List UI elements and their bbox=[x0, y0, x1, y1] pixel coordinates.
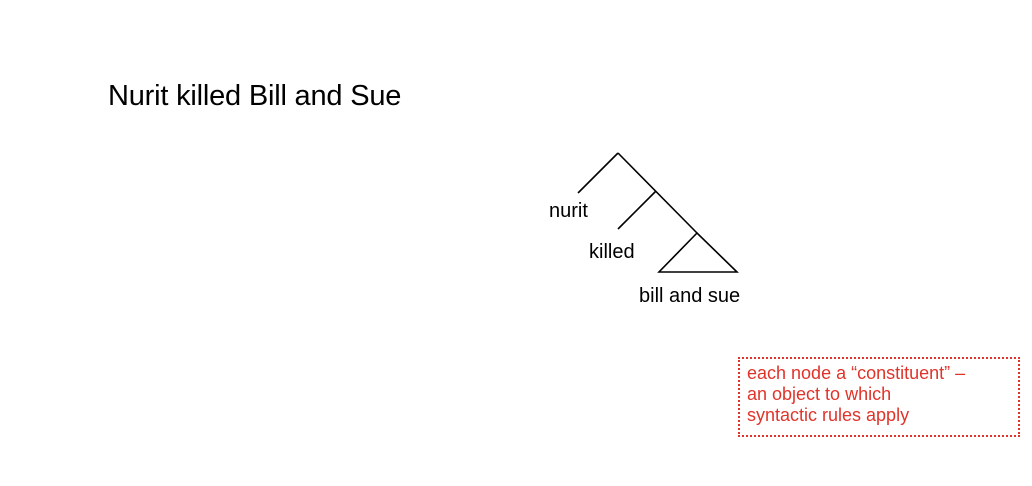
annotation-line: each node a “constituent” – bbox=[747, 363, 966, 383]
annotation-line: an object to which bbox=[747, 384, 892, 404]
tree-branch-root-right bbox=[617, 152, 698, 234]
example-sentence: Nurit killed Bill and Sue bbox=[108, 80, 402, 112]
annotation-box: each node a “constituent” – an object to… bbox=[738, 357, 1020, 437]
annotation-line: syntactic rules apply bbox=[747, 405, 910, 425]
tree-triangle-np bbox=[657, 231, 739, 273]
tree-leaf-killed: killed bbox=[589, 241, 635, 263]
tree-branch-vp-left bbox=[617, 190, 657, 230]
tree-branch-root-left bbox=[577, 152, 619, 194]
tree-leaf-nurit: nurit bbox=[549, 200, 588, 222]
tree-leaf-bill-and-sue: bill and sue bbox=[639, 285, 741, 307]
